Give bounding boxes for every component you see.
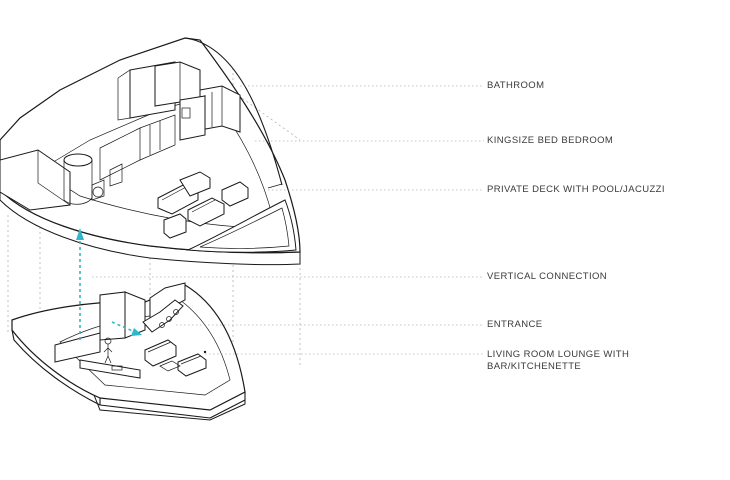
lower-level bbox=[11, 282, 246, 421]
callout-entrance: ENTRANCE bbox=[487, 319, 543, 330]
leader-lines bbox=[92, 85, 484, 355]
entrance-arrow bbox=[111, 321, 136, 333]
callout-bathroom: BATHROOM bbox=[487, 80, 545, 91]
upper-level bbox=[0, 37, 301, 266]
callout-deck: PRIVATE DECK WITH POOL/JACUZZI bbox=[487, 184, 665, 195]
entrance-arrow-head bbox=[131, 328, 142, 336]
callout-living-room: LIVING ROOM LOUNGE WITH BAR/KITCHENETTE bbox=[487, 349, 630, 372]
circulation-arrows bbox=[76, 228, 142, 340]
vertical-arrow-head bbox=[76, 228, 84, 240]
callout-vertical-connection: VERTICAL CONNECTION bbox=[487, 271, 608, 282]
callout-bedroom: KINGSIZE BED BEDROOM bbox=[487, 135, 614, 146]
